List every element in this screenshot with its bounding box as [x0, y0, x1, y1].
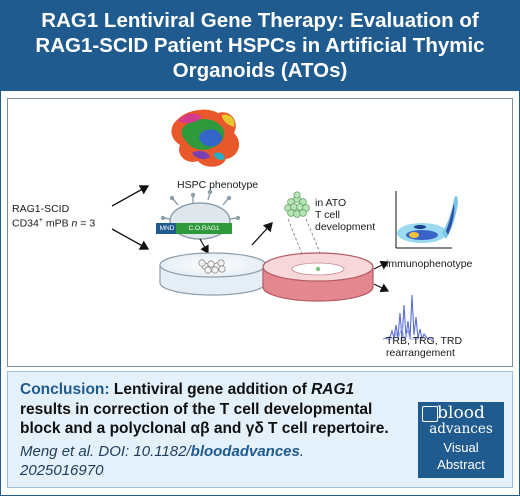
citation-journal-link[interactable]: bloodadvances: [190, 443, 300, 460]
vector-promoter-label: MND: [159, 225, 175, 232]
rearrangement-label: TRB, TRG, TRD rearrangement: [386, 335, 462, 359]
source-cd34: CD34: [12, 217, 39, 230]
citation: Meng et al. DOI: 10.1182/bloodadvances. 2…: [20, 442, 400, 480]
seal-icon: [422, 406, 438, 422]
arrow-dish-to-ato: [251, 222, 273, 246]
source-line-2: CD34+ mPB n = 3: [12, 215, 95, 230]
rearrangement-line-2: rearrangement: [386, 347, 455, 359]
immunophenotype-label: immunophenotype: [386, 258, 473, 270]
source-n-val: = 3: [77, 217, 96, 230]
title-banner: RAG1 Lentiviral Gene Therapy: Evaluation…: [0, 0, 520, 91]
rearrangement-spectratype: [382, 294, 434, 341]
abstract-title: RAG1 Lentiviral Gene Therapy: Evaluation…: [35, 9, 485, 82]
lentiviral-vector-icon: [156, 189, 241, 240]
arrow-to-vector: [111, 228, 150, 250]
diagram-graphics: [111, 109, 458, 341]
arrow-vector-to-dish: [199, 238, 209, 255]
arrow-to-rearrangement: [373, 283, 390, 293]
transduction-dish: [159, 252, 267, 296]
conclusion-gene: RAG1: [311, 381, 355, 398]
logo-line-1: blood: [437, 403, 485, 423]
arrow-to-hspc: [111, 185, 150, 207]
conclusion-text: Conclusion: Lentiviral gene addition of …: [20, 380, 400, 439]
conclusion-part-2: results in correction of the T cell deve…: [20, 400, 389, 438]
source-cd34-sup: +: [38, 217, 43, 224]
vector-gene-label: C.O.RAG1: [188, 225, 220, 232]
ato-label-line-1: in ATO: [315, 197, 347, 209]
source-mpb: mPB: [42, 217, 72, 230]
citation-authors: Meng et al. DOI: 10.1182/: [20, 443, 191, 460]
ato-development-label: in ATO T cell development: [315, 197, 375, 233]
immunophenotype-plot: [395, 191, 458, 249]
source-label: RAG1-SCID CD34+ mPB n = 3: [12, 203, 95, 230]
ato-label-line-3: development: [315, 221, 376, 233]
logo-line-2: advances: [429, 421, 493, 437]
conclusion-box: Conclusion: Lentiviral gene addition of …: [7, 371, 513, 488]
arrow-to-immunophenotype: [373, 260, 390, 270]
source-n-var: n: [71, 217, 78, 230]
hspc-phenotype-label: HSPC phenotype: [177, 179, 259, 191]
citation-suffix: .: [299, 443, 305, 460]
diagram-panel: RAG1-SCID CD34+ mPB n = 3 HSPC phenotype…: [7, 98, 513, 367]
citation-id: 2025016970: [20, 462, 104, 479]
rearrangement-line-1: TRB, TRG, TRD: [386, 335, 463, 347]
ato-culture-dish: [262, 252, 374, 302]
source-line-1: RAG1-SCID: [12, 203, 70, 215]
logo-line-4: Abstract: [437, 457, 485, 472]
blood-advances-logo: blood advances Visual Abstract: [418, 402, 504, 478]
ato-label-line-2: T cell: [315, 209, 340, 221]
conclusion-heading: Conclusion:: [20, 381, 110, 398]
hspc-phenotype-plot: [171, 109, 240, 167]
logo-line-3: Visual: [443, 440, 479, 455]
ato-organoid-icon: [284, 191, 327, 270]
conclusion-part-1: Lentiviral gene addition of: [109, 381, 312, 398]
